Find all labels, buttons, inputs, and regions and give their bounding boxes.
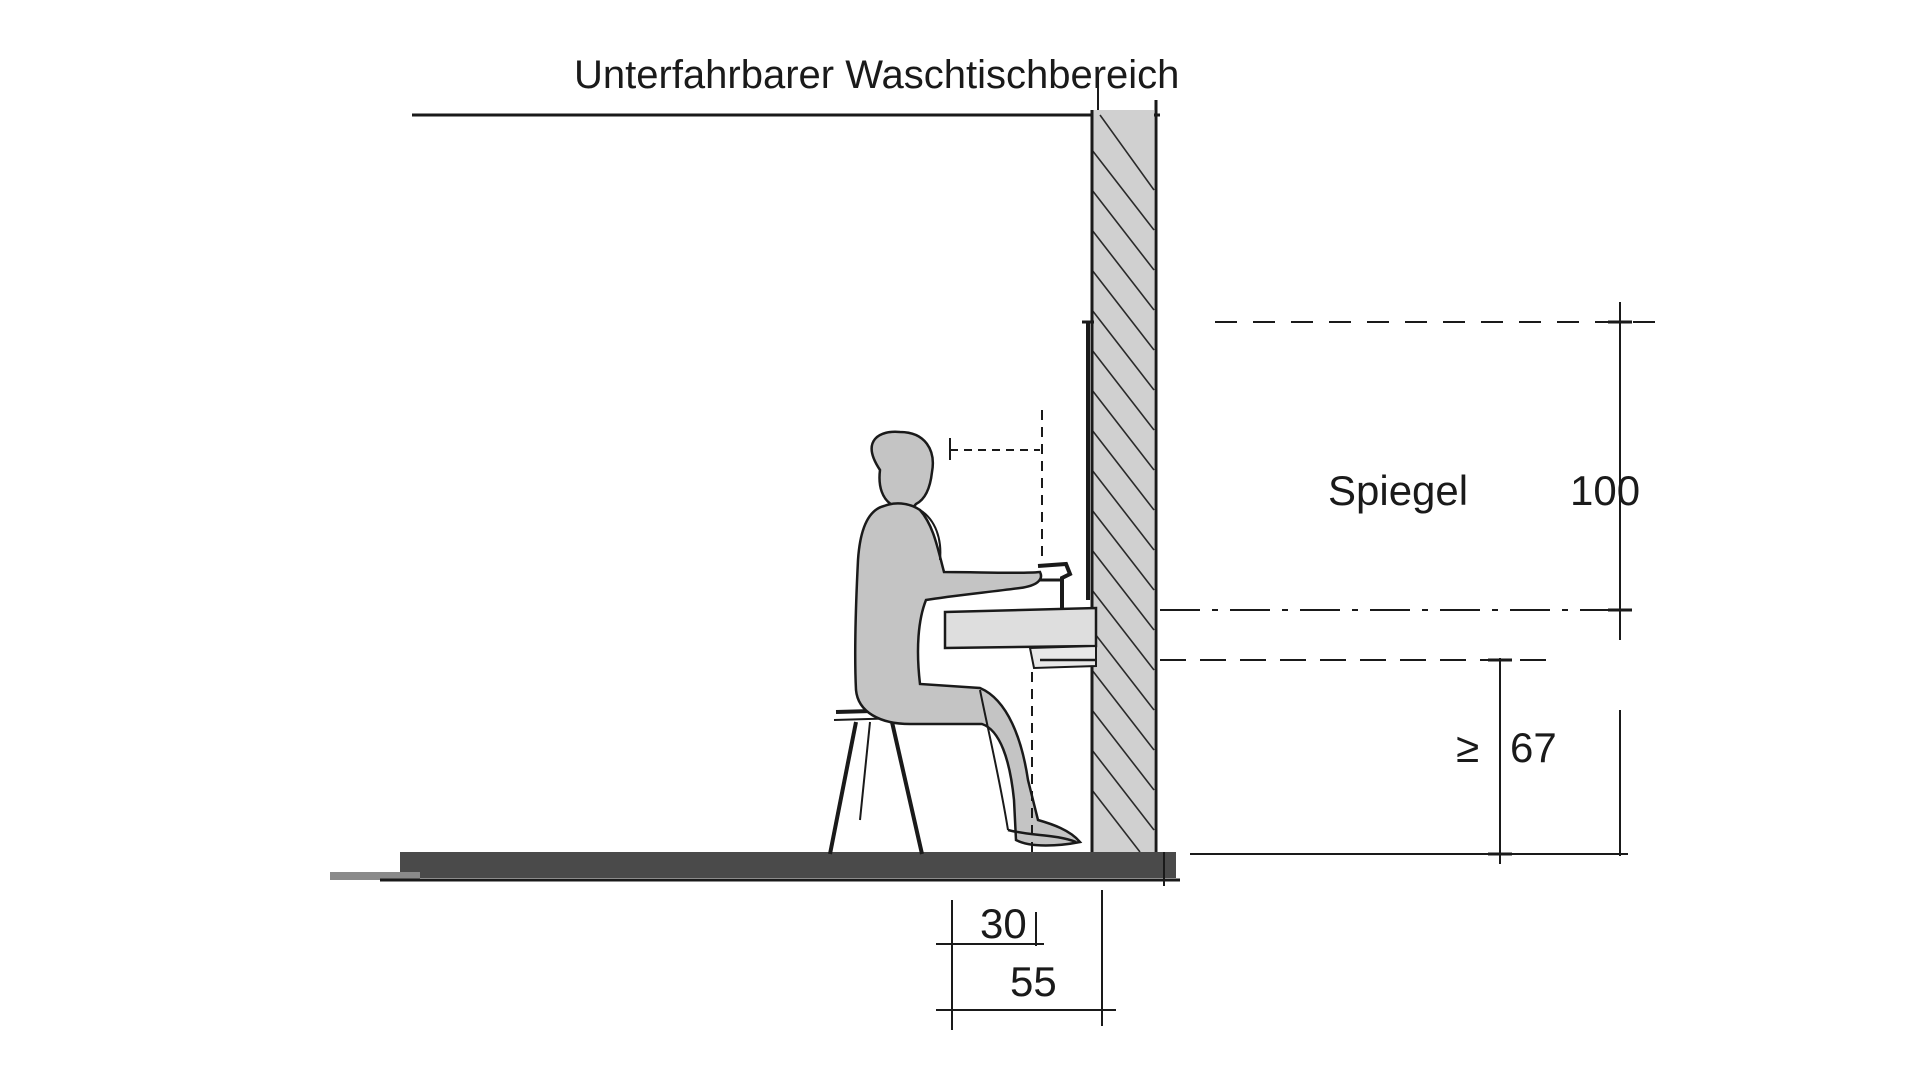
- knee-depth-value: 30: [980, 900, 1027, 947]
- washbasin-bowl: [1028, 644, 1097, 670]
- person-head: [870, 430, 935, 511]
- person-leg-line: [979, 689, 1009, 831]
- washbasin-top: [943, 606, 1098, 650]
- underclearance-dimension: [1160, 658, 1628, 864]
- mirror-dimension: [1160, 302, 1660, 640]
- wall-body: [1092, 110, 1154, 852]
- toe-depth-value: 55: [1010, 958, 1057, 1005]
- mirror-label: Spiegel: [1328, 467, 1468, 514]
- stool: [828, 708, 924, 855]
- stool-leg-mid: [859, 721, 871, 821]
- underclearance-value: 67: [1510, 724, 1557, 771]
- stool-leg-front: [828, 721, 858, 855]
- person-arm-line: [919, 509, 942, 561]
- depth-dimensions: [936, 890, 1116, 1030]
- floor-slab: [400, 852, 1176, 878]
- wall: [1090, 86, 1158, 860]
- wall-hatching: [1091, 114, 1155, 853]
- person-body: [853, 502, 1083, 847]
- faucet-icon: [1037, 561, 1073, 608]
- washbasin: [943, 561, 1098, 670]
- seated-person: [853, 430, 1083, 847]
- floor: [330, 852, 1180, 886]
- drawing-title: Unterfahrbarer Waschtischbereich: [574, 53, 1179, 97]
- person-foot: [1007, 828, 1077, 844]
- stool-leg-back: [890, 721, 924, 855]
- mirror-height-value: 100: [1570, 467, 1640, 514]
- underclearance-operator: ≥: [1456, 724, 1479, 771]
